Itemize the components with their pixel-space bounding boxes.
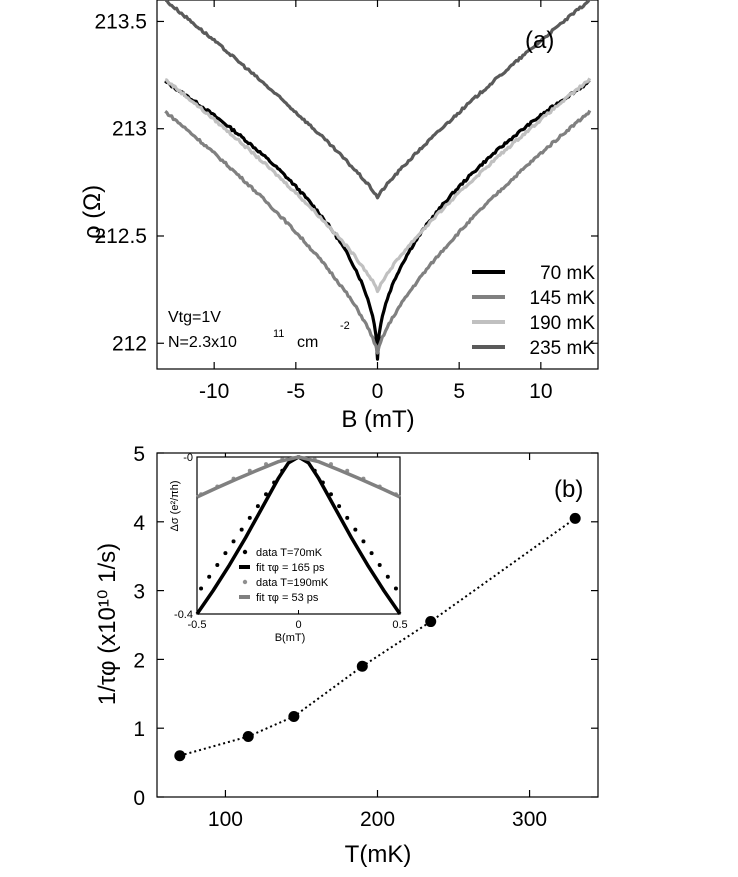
panel-a-label: (a) <box>525 27 554 54</box>
inset-legend-swatch <box>242 579 248 585</box>
inset-series-group <box>195 455 402 615</box>
inset-y-tick-label: -0.4 <box>174 609 193 621</box>
panel-b-series-group <box>174 512 581 762</box>
panel-b-ylabel: 1/τφ (x10¹⁰ 1/s) <box>94 543 121 705</box>
y-tick-label: 0 <box>133 787 145 810</box>
inset-data-point <box>231 539 236 544</box>
x-tick-label: 5 <box>453 380 465 403</box>
inset-data-point <box>353 527 358 532</box>
inset-data-point <box>369 551 374 556</box>
inset-data-point <box>239 527 244 532</box>
panel-a: -10 -5 0 5 10 212 212.5 213 213.5 (a) B (mT) ρ (… <box>79 0 599 433</box>
inset-data-point <box>361 539 366 544</box>
data-point <box>288 711 300 723</box>
x-tick-label: -10 <box>199 380 229 403</box>
panel-b-ticks: 100 200 300 0 1 2 3 4 5 <box>133 443 598 831</box>
annotation-exp: 11 <box>273 328 284 340</box>
y-tick-label: 212.5 <box>94 225 147 248</box>
panel-a-annotation: Vtg=1V N=2.3x10 11 cm -2 <box>168 309 350 351</box>
inset-data-point <box>199 586 204 591</box>
panel-a-series-group <box>164 0 592 361</box>
panel-a-xlabel: B (mT) <box>341 406 414 433</box>
x-tick-label: 0 <box>372 380 384 403</box>
x-tick-label: 10 <box>529 380 552 403</box>
inset-data-point <box>207 574 212 579</box>
inset-y-tick-label: -0 <box>183 452 193 464</box>
panel-a-ticks: -10 -5 0 5 10 212 212.5 213 213.5 <box>94 0 598 403</box>
inset-ylabel: Δσ (e²/πh) <box>169 480 181 531</box>
panel-b-label: (b) <box>554 476 583 503</box>
inset-data-point <box>223 551 228 556</box>
annotation-density: N=2.3x10 <box>168 334 237 351</box>
inset-ticks: -0.5 0 0.5 -0 -0.4 <box>174 452 408 631</box>
y-tick-label: 1 <box>133 718 145 741</box>
inset-x-tick-label: -0.5 <box>188 619 207 631</box>
inset-legend: data T=70mK fit τφ = 165 ps data T=190mK fi… <box>239 547 329 604</box>
data-point <box>242 730 254 742</box>
inset-data-point <box>385 574 390 579</box>
annotation-vtg: Vtg=1V <box>168 309 221 326</box>
inset-legend-label: fit τφ = 165 ps <box>256 562 325 574</box>
legend-label: 70 mK <box>540 263 595 284</box>
legend-label: 235 mK <box>530 338 596 359</box>
inset-x-tick-label: 0 <box>295 619 301 631</box>
inset-data-point <box>345 515 350 520</box>
y-tick-label: 213.5 <box>94 10 147 33</box>
inset-legend-swatch <box>242 549 248 555</box>
x-tick-label: 100 <box>208 808 243 831</box>
series-line-235-mK <box>165 0 591 200</box>
data-point <box>356 660 368 672</box>
y-tick-label: 4 <box>133 512 145 535</box>
inset-x-tick-label: 0.5 <box>392 619 407 631</box>
inset-data-point <box>247 515 252 520</box>
inset-fit-line <box>196 455 401 499</box>
x-tick-label: 300 <box>512 808 547 831</box>
inset-chart: -0.5 0 0.5 -0 -0.4 B(mT) Δσ (e²/πh) data T=7… <box>169 452 408 644</box>
x-tick-label: 200 <box>360 808 395 831</box>
panel-b: 100 200 300 0 1 2 3 4 5 (b) T(mK) 1/τφ (x10¹⁰ 1/… <box>94 443 599 868</box>
annotation-unit-exp: -2 <box>340 320 350 332</box>
y-tick-label: 3 <box>133 581 145 604</box>
data-point <box>569 512 581 524</box>
inset-frame <box>196 456 401 615</box>
series-line-190-mK <box>164 77 592 294</box>
series-line-70-mK <box>164 79 591 361</box>
series-line-145-mK <box>164 109 592 355</box>
y-tick-label: 2 <box>133 649 145 672</box>
y-tick-label: 212 <box>112 332 147 355</box>
inset-legend-label: fit τφ = 53 ps <box>256 592 319 604</box>
legend-label: 190 mK <box>530 313 596 334</box>
y-tick-label: 213 <box>112 118 147 141</box>
inset-data-point <box>337 504 342 509</box>
annotation-unit: cm <box>297 334 318 351</box>
inset-data-point <box>377 562 382 567</box>
inset-legend-label: data T=190mK <box>256 577 329 589</box>
data-point <box>174 750 186 762</box>
inset-data-point <box>393 586 398 591</box>
panel-b-xlabel: T(mK) <box>345 841 412 868</box>
inset-legend-label: data T=70mK <box>256 547 323 559</box>
x-tick-label: -5 <box>286 380 305 403</box>
inset-data-point <box>255 504 260 509</box>
panel-a-ylabel: ρ (Ω) <box>79 185 106 239</box>
data-point <box>425 616 437 628</box>
legend-label: 145 mK <box>530 288 596 309</box>
inset-data-point <box>215 562 220 567</box>
y-tick-label: 5 <box>133 443 145 466</box>
panel-a-legend: 70 mK 145 mK 190 mK 235 mK <box>472 263 595 359</box>
inset-xlabel: B(mT) <box>275 632 306 644</box>
